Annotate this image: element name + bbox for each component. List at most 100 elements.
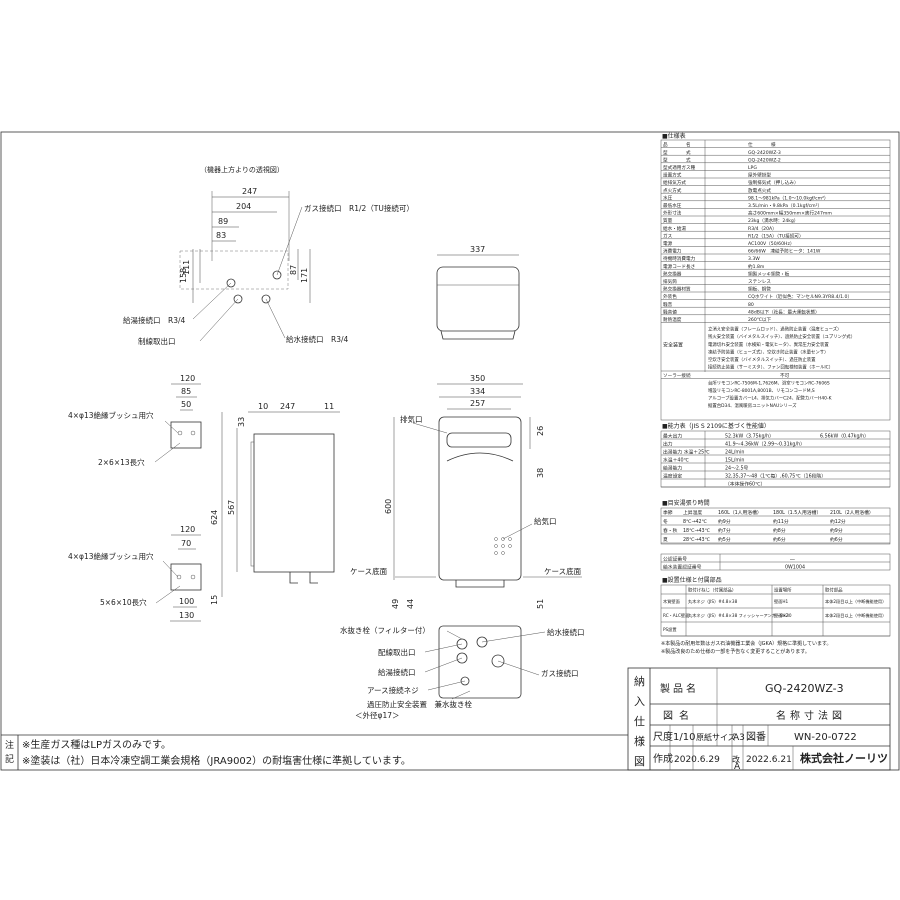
dim-334: 334: [470, 387, 485, 396]
spec-row-value: 3.5L/min・9.8kPa（0.1kgf/cm²）: [748, 203, 822, 209]
spec-row-label: 熱交換器材質: [663, 286, 691, 293]
gas-port-bottom-mark: [491, 654, 505, 668]
side-body-outline: [253, 433, 335, 573]
notes-label-2: 記: [5, 753, 14, 765]
spec-row-value: ステンレス: [748, 279, 771, 285]
rev-label: 改: [732, 754, 740, 764]
front-body-outline: [438, 416, 522, 581]
spec-row-value: AC100V（50/60Hz）: [748, 241, 794, 247]
install-table: ■設置仕様と付属部品 取付けねじ（付属部品）設置場所取付部品木質壁面丸木ネジ（J…: [660, 576, 891, 655]
fill-cell: 約11分: [773, 518, 789, 525]
bottom-body-outline: [438, 625, 522, 699]
product-name: GQ-2420WZ-3: [765, 682, 844, 695]
case-bottom-label-left: ケース底面: [350, 566, 388, 576]
install-cell: PS設置: [663, 626, 677, 633]
perf-title: ■能力表（JIS S 2109に基づく性能値）: [662, 422, 770, 430]
bottom-view: 水抜き栓（フィルター付） 配線取出口 給湯接続口 アース接続ネジ 過圧防止安全装…: [340, 625, 585, 720]
hot-port-label: 給湯接続口 R3/4: [123, 315, 186, 325]
dim-side-11: 11: [324, 402, 334, 411]
note-1: ※生産ガス種はLPガスのみです。: [22, 738, 171, 751]
left-bracket-top: [170, 421, 202, 449]
dim-350: 350: [470, 374, 485, 383]
gas-port-label: ガス接続口 R1/2（TU接続可）: [304, 203, 414, 213]
spec-title: ■仕様表: [662, 132, 686, 140]
made-label: 作成: [653, 753, 673, 765]
hole-top-label: 4×φ13絶縁ブッシュ用穴: [68, 410, 154, 420]
spec-row-value: 260℃以下: [748, 317, 772, 323]
spec-safety-item: 電源切れ安全装置（水検知・電気ヒータ）、異常圧力安全装置: [708, 341, 829, 348]
install-note-1: ※本製品の耐用年数はガス石油機器工業会（JGKA）規格に準拠しています。: [661, 640, 832, 647]
drawing-sheet: （機器上方よりの透視図） 247 204 89 83 158 111 87 17…: [0, 131, 900, 771]
install-title: ■設置仕様と付属部品: [662, 576, 722, 584]
cert-label: 公認証番号: [663, 556, 687, 563]
spec-row-value: R1/2（15A）（TU接続可）: [748, 232, 804, 239]
perf-row-value: 15L/min: [725, 458, 744, 464]
hot-port-mark: [226, 278, 236, 288]
spec-row-value: 屋外壁掛型: [748, 172, 771, 179]
dim-120-top: 120: [180, 374, 195, 383]
dim-158: 158: [179, 268, 188, 283]
gas-port-mark: [272, 270, 282, 280]
perf-row-label: 最大出力: [663, 433, 682, 440]
scale-value: 1/10: [673, 732, 695, 743]
note-2: ※塗装は（社）日本冷凍空調工業会規格（JRA9002）の耐塩害仕様に準拠していま…: [22, 754, 411, 767]
spec-row-value: 高さ600mm×幅350mm×奥行247mm: [748, 210, 832, 217]
dim-49: 49: [391, 599, 400, 609]
top-box-view: 337: [436, 245, 520, 340]
dim-50: 50: [181, 400, 191, 409]
spec-row-label: 品 名: [663, 141, 691, 148]
dim-257: 257: [470, 399, 485, 408]
slot-bottom-label: 5×6×10長穴: [100, 597, 147, 607]
front-view: 350 334 257 排気口 給気口 600 26 38 ケース底面 ケース底…: [350, 374, 582, 609]
spec-row-label: ガス: [663, 232, 673, 239]
drawing-name: 名称寸法図: [776, 709, 846, 722]
spec-row-label: 最低水圧: [663, 202, 682, 209]
dim-87: 87: [289, 265, 298, 275]
dim-side-33: 33: [237, 417, 246, 427]
notes-label-1: 注: [5, 739, 14, 751]
rev-value: A: [734, 762, 741, 771]
rev-date: 2022.6.21: [746, 755, 792, 765]
spec-row-value: CQホワイト（近似色：マンセルN9.3YR8.4/1.0）: [748, 293, 852, 300]
side-view: 10 247 11 33 624 567: [210, 402, 340, 597]
spec-row-value: 銅製メッキ銅管・板: [748, 270, 790, 277]
perf-row-value: 24〜2.5号: [725, 466, 749, 472]
fill-cell: 約12分: [830, 518, 846, 525]
water-port-bottom-label: 給水接続口: [547, 627, 585, 637]
title-block: 納 入 仕 様 図 製品名 GQ-2420WZ-3 図名 名称寸法図 尺度 1/…: [627, 667, 891, 771]
left-view: 120 85 50 4×φ13絶縁ブッシュ用穴 2×6×13長穴 120 70 …: [68, 374, 219, 622]
product-label: 製品名: [660, 682, 699, 695]
fill-cell: 18℃→43℃: [683, 528, 711, 534]
water-port-label: 給水接続口 R3/4: [286, 334, 349, 344]
top-view: （機器上方よりの透視図） 247 204 89 83 158 111 87 17…: [123, 165, 414, 346]
spec-solar-value: 不可: [780, 373, 790, 379]
cert-value: ―: [790, 558, 795, 563]
install-cell: 本体2段目以上（中断機能使用）: [825, 598, 886, 605]
install-cell: 丸木ネジ（JIS）#4.8×38 フィッシャーアンカー8×30: [688, 612, 792, 619]
dim-89: 89: [218, 217, 228, 226]
exhaust-outlet: [446, 432, 512, 448]
dim-26: 26: [536, 426, 545, 436]
spec-safety-item: 空炊き安全装置（バイメタルスイッチ）、過圧防止装置: [708, 356, 816, 363]
made-date: 2020.6.29: [674, 755, 720, 765]
spec-row-label: 質量: [663, 217, 673, 224]
dim-side-624: 624: [210, 510, 219, 525]
perf-row-value: 52.3kW（3.75kg/h）: [725, 434, 774, 440]
spec-row-label: 型 式: [663, 156, 691, 163]
spec-row-value: 強制排気式（押し込み）: [748, 179, 799, 186]
spec-row-value: 放電点火式: [748, 187, 771, 194]
performance-table: ■能力表（JIS S 2109に基づく性能値） 最大出力 52.3kW（3.75k…: [660, 422, 891, 488]
scale-label: 尺度: [653, 730, 673, 743]
intake-grille: [494, 537, 512, 555]
drain-plug-label: 水抜き栓（フィルター付）: [340, 625, 430, 635]
spec-row-label: 騒音値: [663, 308, 677, 315]
relief-sub-label: ＜外径φ17＞: [355, 710, 400, 720]
perf-row-label: 水温＋40℃: [663, 457, 689, 464]
spec-row-value: R3/4（20A）: [748, 226, 777, 232]
spec-safety-item: 残火安全装置（バイメタルスイッチ）、過熱防止安全装置（ユプリング式）: [708, 333, 855, 340]
spec-row-label: 点火方式: [663, 187, 682, 194]
dim-204: 204: [236, 202, 251, 211]
spec-row-label: 水圧: [663, 194, 673, 201]
dim-44: 44: [406, 599, 415, 609]
